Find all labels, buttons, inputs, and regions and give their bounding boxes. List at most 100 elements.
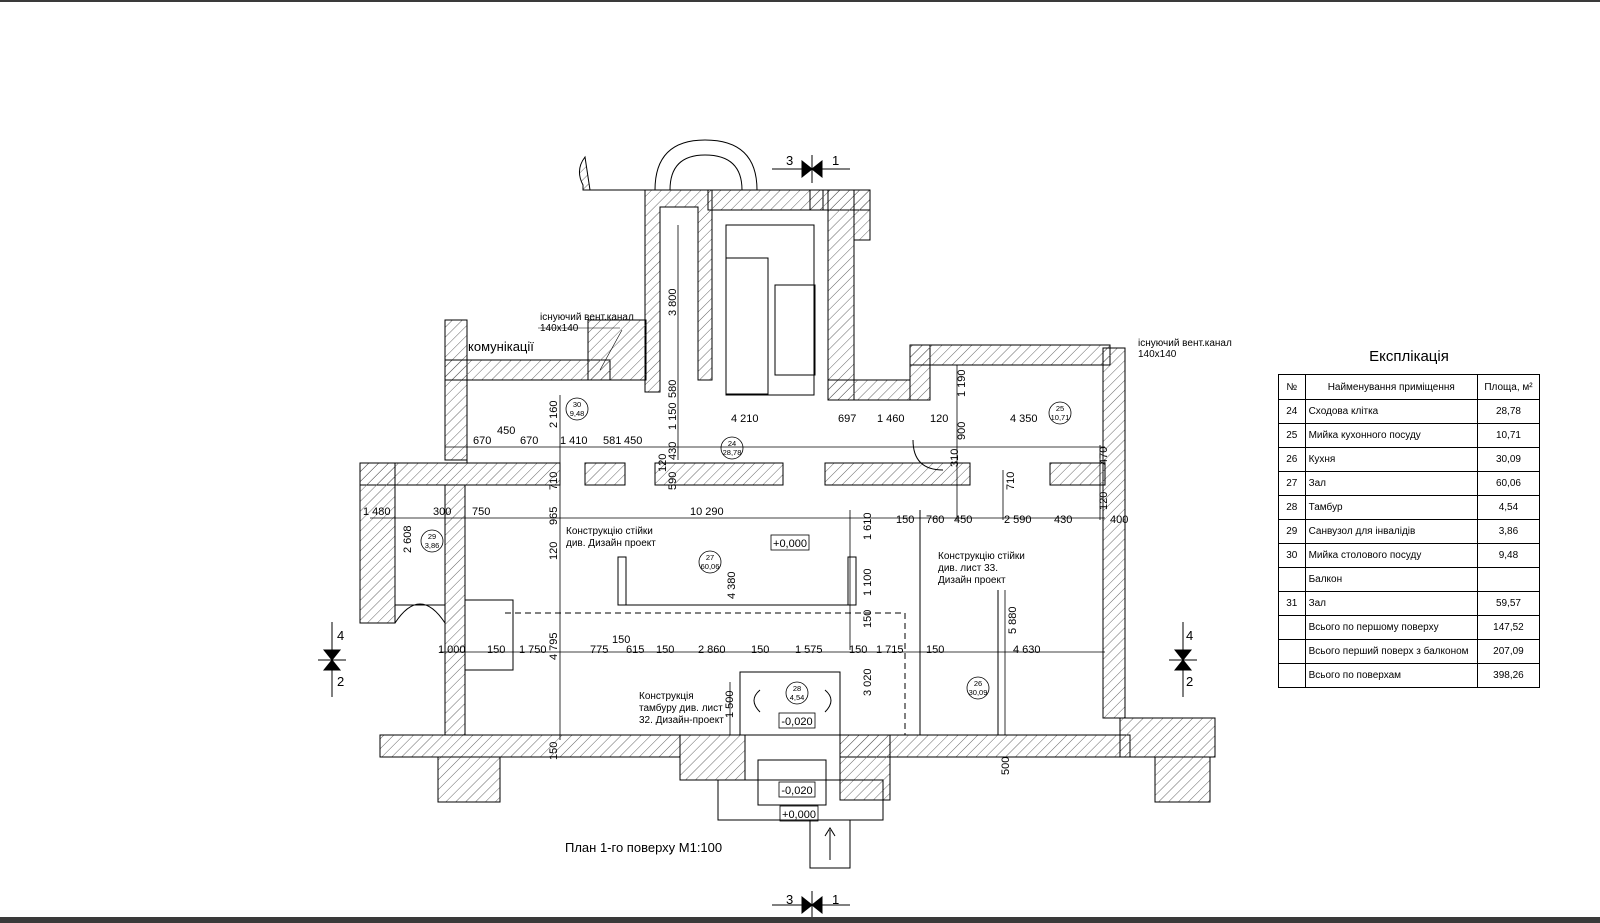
header-area: Площа, м² bbox=[1476, 374, 1541, 400]
room-area: 4,54 bbox=[790, 693, 805, 702]
dimension-label: 670 bbox=[473, 435, 491, 447]
section-label: 1 bbox=[832, 153, 839, 168]
dimension-label: 1 190 bbox=[956, 369, 968, 397]
dimension-label: 5 880 bbox=[1007, 606, 1019, 634]
dimension-label: 590 bbox=[667, 472, 679, 490]
room-markers bbox=[420, 397, 1072, 705]
dimension-label: 697 bbox=[838, 413, 856, 425]
level-labels: +0,000 -0,020 -0,020 +0,000 bbox=[773, 538, 816, 821]
dimension-label: 1 500 bbox=[724, 690, 736, 718]
cell-number: 24 bbox=[1278, 399, 1306, 424]
cell-number: 26 bbox=[1278, 447, 1306, 472]
room-marker-labels: 30 9,48 24 28,78 25 10,71 29 3,86 27 60,… bbox=[425, 400, 1070, 702]
dimension-label: 120 bbox=[930, 413, 948, 425]
interior-lines bbox=[394, 139, 1103, 869]
dimension-label: 615 bbox=[626, 644, 644, 656]
dimension-label: 120 bbox=[548, 542, 560, 560]
frame-bottom-border bbox=[0, 917, 1600, 923]
cell-room-name: Кухня bbox=[1304, 447, 1478, 472]
level-label: -0,020 bbox=[781, 785, 812, 797]
level-label: +0,000 bbox=[773, 538, 807, 550]
header-room-name: Найменування приміщення bbox=[1304, 374, 1478, 400]
dimension-label: 2 860 bbox=[698, 644, 726, 656]
dimension-label: 2 160 bbox=[548, 400, 560, 428]
explication-panel: Експлікація № Найменування приміщення Пл… bbox=[1278, 348, 1541, 688]
dimension-label: 470 bbox=[1098, 447, 1110, 465]
level-label: -0,020 bbox=[781, 716, 812, 728]
dimension-label: 760 bbox=[926, 514, 944, 526]
dimension-label: 430 bbox=[667, 442, 679, 460]
dimension-label: 500 bbox=[1000, 757, 1012, 775]
level-label: +0,000 bbox=[782, 809, 816, 821]
vent-channel-size: 140x140 bbox=[540, 323, 579, 334]
cell-area: 28,78 bbox=[1476, 399, 1541, 424]
dimension-label: 3 800 bbox=[667, 288, 679, 316]
dimension-label: 450 bbox=[954, 514, 972, 526]
room-area: 28,78 bbox=[723, 448, 742, 457]
cell-number bbox=[1278, 639, 1306, 664]
dimension-label: 150 bbox=[849, 644, 867, 656]
cell-number bbox=[1278, 567, 1306, 592]
dimension-lines bbox=[370, 225, 1105, 740]
section-label: 3 bbox=[786, 892, 793, 907]
cell-room-name: Всього перший поверх з балконом bbox=[1304, 639, 1478, 664]
dimension-label: 750 bbox=[472, 506, 490, 518]
cell-number: 28 bbox=[1278, 495, 1306, 520]
cell-room-name: Тамбур bbox=[1304, 495, 1478, 520]
room-area: 10,71 bbox=[1051, 413, 1070, 422]
dimension-label: 10 290 bbox=[690, 506, 724, 518]
cell-area: 9,48 bbox=[1476, 543, 1541, 568]
room-number: 24 bbox=[728, 439, 736, 448]
dimension-label: 150 bbox=[896, 514, 914, 526]
cell-room-name: Всього по першому поверху bbox=[1304, 615, 1478, 640]
dimension-label: 150 bbox=[751, 644, 769, 656]
dimension-label: 120 bbox=[1098, 492, 1110, 510]
dimension-label: 300 bbox=[433, 506, 451, 518]
dimension-label: 430 bbox=[1054, 514, 1072, 526]
section-markers bbox=[318, 155, 1197, 919]
vent-channel-note: існуючий вент.канал bbox=[540, 312, 634, 323]
room-number: 25 bbox=[1056, 404, 1064, 413]
dimension-label: 150 bbox=[862, 610, 874, 628]
table-header-row: № Найменування приміщення Площа, м² bbox=[1278, 374, 1541, 400]
dimension-label: 4 210 bbox=[731, 413, 759, 425]
cell-room-name: Зал bbox=[1304, 591, 1478, 616]
cell-number: 30 bbox=[1278, 543, 1306, 568]
column-note: Конструкцію стійки bbox=[566, 526, 653, 537]
plan-title: План 1-го поверху М1:100 bbox=[565, 840, 722, 855]
dimension-label: 1 480 bbox=[363, 506, 391, 518]
section-label: 1 bbox=[832, 892, 839, 907]
column-note: див. лист 33. bbox=[938, 563, 998, 574]
room-number: 26 bbox=[974, 679, 982, 688]
dimension-label: 2 608 bbox=[402, 525, 414, 553]
dimension-label: 1 715 bbox=[876, 644, 904, 656]
table-row: Балкон bbox=[1278, 567, 1541, 592]
cell-room-name: Сходова клітка bbox=[1304, 399, 1478, 424]
dimension-label: 310 bbox=[949, 449, 961, 467]
cell-area: 30,09 bbox=[1476, 447, 1541, 472]
dimension-label: 670 bbox=[520, 435, 538, 447]
section-label: 4 bbox=[337, 628, 344, 643]
cell-area: 147,52 bbox=[1476, 615, 1541, 640]
cell-area: 398,26 bbox=[1476, 663, 1541, 688]
room-area: 60,06 bbox=[701, 562, 720, 571]
room-area: 30,09 bbox=[969, 688, 988, 697]
dimension-label: 150 bbox=[612, 634, 630, 646]
dimension-label: 150 bbox=[487, 644, 505, 656]
dimension-label: 581 bbox=[603, 435, 621, 447]
dimension-label: 965 bbox=[548, 507, 560, 525]
dimension-label: 1 150 bbox=[667, 402, 679, 430]
column-note: Конструкцію стійки bbox=[938, 551, 1025, 562]
cell-room-name: Мийка кухонного посуду bbox=[1304, 423, 1478, 448]
cell-area: 4,54 bbox=[1476, 495, 1541, 520]
column-note: див. Дизайн проект bbox=[566, 538, 656, 549]
room-number: 30 bbox=[573, 400, 581, 409]
dimension-label: 4 380 bbox=[726, 571, 738, 599]
cell-area: 59,57 bbox=[1476, 591, 1541, 616]
room-area: 9,48 bbox=[570, 409, 585, 418]
